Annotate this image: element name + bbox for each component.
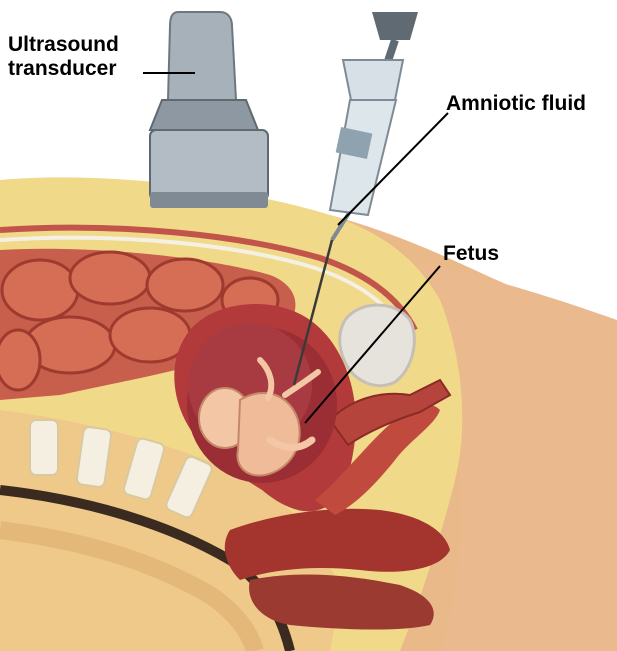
ultrasound-transducer-label: Ultrasound transducer — [8, 33, 119, 81]
ultrasound-transducer — [150, 12, 268, 208]
bladder — [340, 305, 415, 386]
transducer-label-line2: transducer — [8, 57, 119, 81]
fetus-label: Fetus — [443, 242, 499, 266]
amniotic-fluid-label: Amniotic fluid — [446, 92, 586, 116]
transducer-label-line1: Ultrasound — [8, 33, 119, 57]
